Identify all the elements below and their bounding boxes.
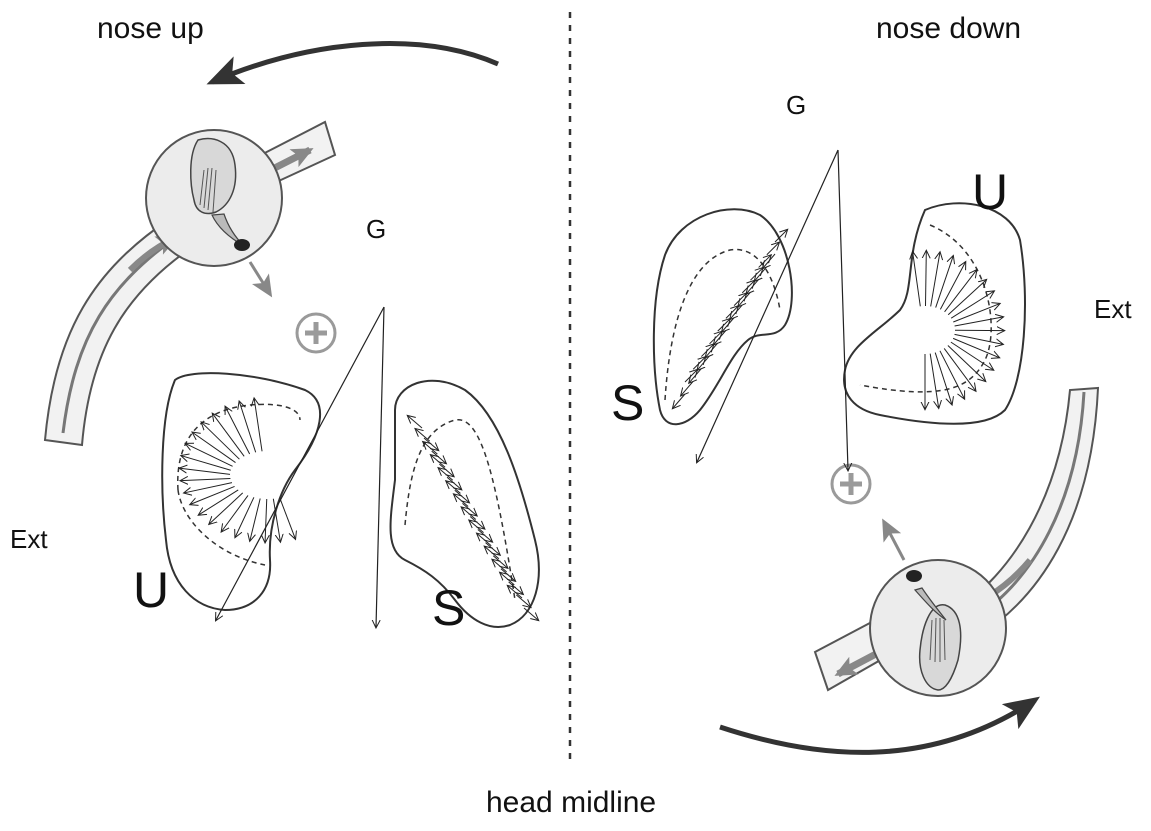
- right-saccule-label: S: [611, 378, 644, 428]
- right-ext-label: Ext: [1094, 296, 1132, 322]
- nose-down-label: nose down: [876, 14, 1021, 44]
- left-plus-icon: [297, 314, 335, 352]
- nose-down-rotation-arrow: [720, 700, 1035, 752]
- right-sense-arrow: [884, 522, 904, 560]
- head-midline-label: head midline: [486, 788, 656, 818]
- left-utricle-label: U: [133, 565, 169, 615]
- nose-up-rotation-arrow: [212, 44, 498, 82]
- right-canal: [815, 388, 1098, 696]
- right-gravity-label: G: [786, 92, 806, 118]
- right-plus-icon: [832, 465, 870, 503]
- right-saccule-macula: [654, 209, 792, 424]
- nose-up-label: nose up: [97, 14, 204, 44]
- left-utricle-macula: [162, 373, 320, 610]
- right-utricle-macula: [844, 203, 1025, 424]
- left-saccule-label: S: [432, 583, 465, 633]
- right-utricle-label: U: [972, 167, 1008, 217]
- left-gravity-label: G: [366, 216, 386, 242]
- left-sense-arrow: [250, 262, 270, 294]
- left-ext-label: Ext: [10, 526, 48, 552]
